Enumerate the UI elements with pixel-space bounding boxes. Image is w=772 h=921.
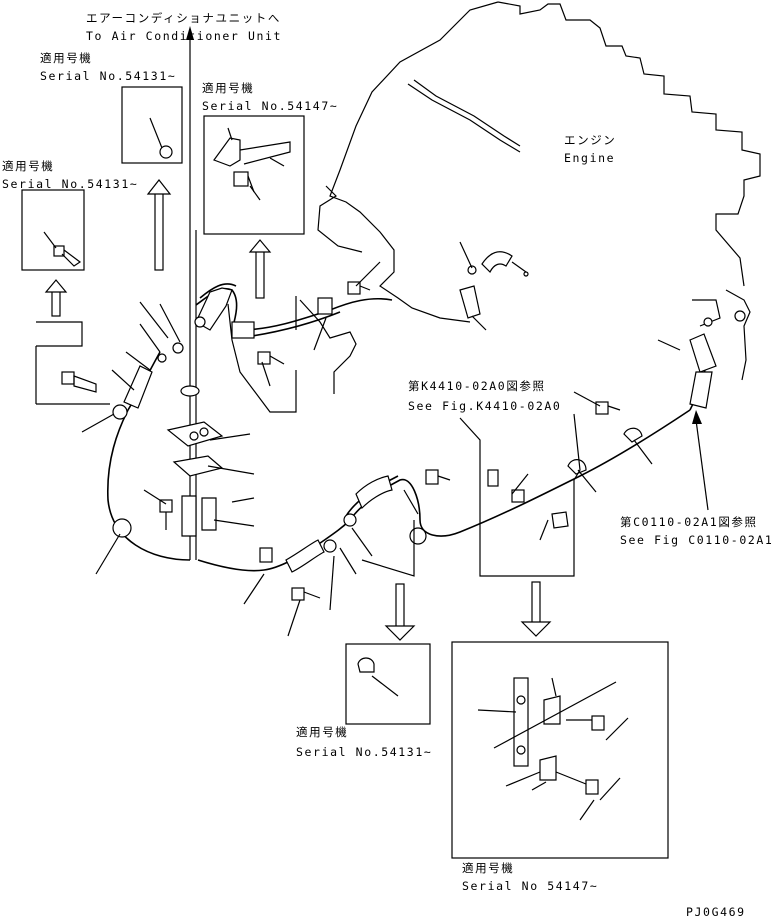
engine-label-jp: エンジン [564,133,616,147]
hoses [123,251,717,573]
inset-54131-bottom [345,643,431,725]
serial-label: Serial No.54131~ [296,745,432,759]
inset-k4410-ref [384,413,581,641]
inset-bracket-left [227,296,415,577]
serial-label: Serial No 54147~ [462,879,598,893]
inset-54147-top [203,115,305,299]
applicable-label: 適用号機 [2,159,54,173]
engine-outline [299,1,761,394]
air-conditioner-label-en: To Air Conditioner Unit [86,29,282,43]
inset-54147-bottom [451,641,669,859]
applicable-label: 適用号機 [40,51,92,65]
air-conditioner-label-jp: エアーコンディショナユニットへ [86,11,281,25]
inset-54131-left [21,189,110,405]
reference-label-jp: 第C0110-02A1図参照 [620,515,758,529]
drawing-code: PJ0G469 [686,905,746,919]
engine-label-en: Engine [564,151,615,165]
reference-label-jp: 第K4410-02A0図参照 [408,379,546,393]
clamps-and-bolts [61,261,746,601]
serial-label: Serial No.54131~ [2,177,138,191]
applicable-label: 適用号機 [296,725,348,739]
applicable-label: 適用号機 [202,81,254,95]
reference-label-en: See Fig C0110-02A1 [620,533,772,547]
arrows [186,26,709,511]
serial-label: Serial No.54147~ [202,99,338,113]
text-labels: エアーコンディショナユニットへ To Air Conditioner Unit … [2,11,772,919]
inset-54131-top [121,86,183,271]
applicable-label: 適用号機 [462,861,514,875]
leader-lines [81,241,681,637]
serial-label: Serial No.54131~ [40,69,176,83]
reference-label-en: See Fig.K4410-02A0 [408,399,561,413]
